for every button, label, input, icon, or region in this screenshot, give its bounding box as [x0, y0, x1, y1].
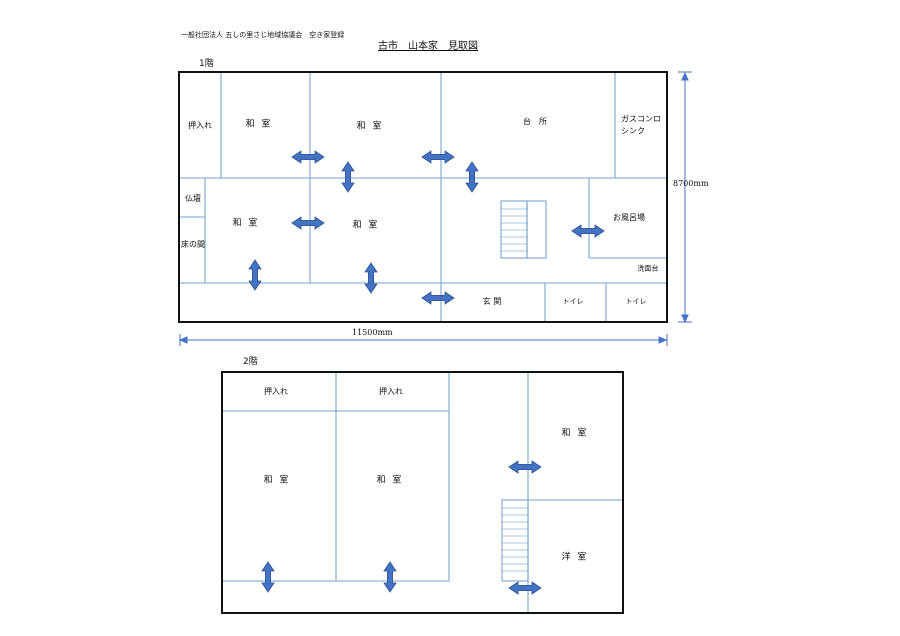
room-label-youshitsu: 洋 室 — [561, 552, 589, 563]
page-title: 古市 山本家 見取図 — [378, 41, 478, 52]
room-label-stove-sink: ガスコンロ シンク — [621, 114, 661, 135]
door-arrow-icon — [508, 581, 542, 595]
room-label-washitsu: 和 室 — [245, 119, 273, 130]
door-arrow-icon — [364, 262, 378, 294]
organization-caption: 一般社団法人 五しの里さじ地域協議会 空き家登録 — [181, 31, 345, 39]
room-label-kitchen: 台 所 — [523, 117, 547, 126]
door-arrow-icon — [508, 460, 542, 474]
room-label-entrance: 玄 関 — [482, 297, 502, 306]
height-dimension-arrowhead-bottom — [681, 314, 689, 324]
floor2-outer-wall — [221, 371, 624, 614]
room-label-washitsu: 和 室 — [263, 475, 291, 486]
room-label-toilet: トイレ — [562, 297, 584, 306]
room-label-oshiire: 押入れ — [379, 387, 403, 396]
floor1-outer-wall — [178, 71, 668, 323]
room-label-washitsu: 和 室 — [561, 428, 589, 439]
room-label-washitsu: 和 室 — [232, 218, 260, 229]
width-dimension-label: 11500mm — [352, 328, 393, 337]
door-arrow-icon — [341, 161, 355, 193]
width-dimension-arrowhead-right — [658, 336, 668, 344]
room-label-oshiire: 押入れ — [188, 121, 212, 130]
room-label-washroom: 洗面台 — [637, 264, 659, 273]
floor2-inner-walls — [223, 373, 623, 613]
room-label-washitsu: 和 室 — [352, 220, 380, 231]
floor2-label: 2階 — [243, 357, 258, 367]
door-arrow-icon — [291, 150, 325, 164]
height-dimension-label: 8700mm — [673, 179, 709, 188]
width-dimension-arrowhead-left — [178, 336, 188, 344]
room-label-washitsu: 和 室 — [376, 475, 404, 486]
floor1-label: 1階 — [199, 59, 214, 69]
floor1-inner-walls — [180, 73, 667, 322]
room-label-bath: お風呂場 — [613, 213, 645, 222]
room-label-oshiire: 押入れ — [264, 387, 288, 396]
room-label-butsudan: 仏壇 — [185, 194, 201, 203]
dimension-lines — [178, 71, 692, 346]
door-arrow-icon — [465, 161, 479, 193]
door-arrow-icon — [421, 291, 455, 305]
door-arrow-icon — [421, 150, 455, 164]
door-arrow-icon — [261, 561, 275, 593]
floor1-plan — [178, 71, 668, 323]
door-arrow-icon — [383, 561, 397, 593]
floor2-plan — [221, 371, 624, 614]
door-arrow-icon — [571, 224, 605, 238]
door-arrow-icon — [291, 216, 325, 230]
floor2-stair-treads — [502, 507, 528, 572]
floor1-stair-treads — [501, 208, 527, 252]
room-label-tokonoma: 床の間 — [181, 240, 205, 249]
room-label-washitsu: 和 室 — [356, 121, 384, 132]
door-arrow-icon — [248, 259, 262, 291]
height-dimension-arrowhead-top — [681, 71, 689, 81]
room-label-toilet: トイレ — [625, 297, 647, 306]
